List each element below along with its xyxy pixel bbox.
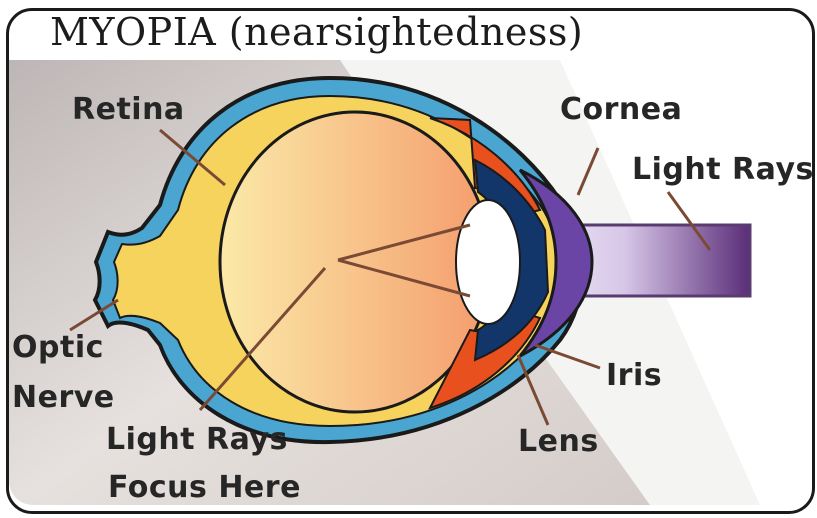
label-optic: Optic xyxy=(12,330,104,365)
lens xyxy=(456,200,520,324)
label-focus-line-1: Light Rays xyxy=(106,422,288,457)
label-nerve: Nerve xyxy=(12,380,115,415)
label-focus-line-2: Focus Here xyxy=(108,470,301,505)
vitreous-body xyxy=(220,112,490,412)
label-cornea: Cornea xyxy=(560,92,682,127)
label-lens: Lens xyxy=(518,424,599,459)
page-title: MYOPIA (nearsightedness) xyxy=(50,10,583,54)
label-light-rays-in: Light Rays xyxy=(632,152,814,187)
label-retina: Retina xyxy=(72,92,185,127)
label-iris: Iris xyxy=(606,358,662,393)
